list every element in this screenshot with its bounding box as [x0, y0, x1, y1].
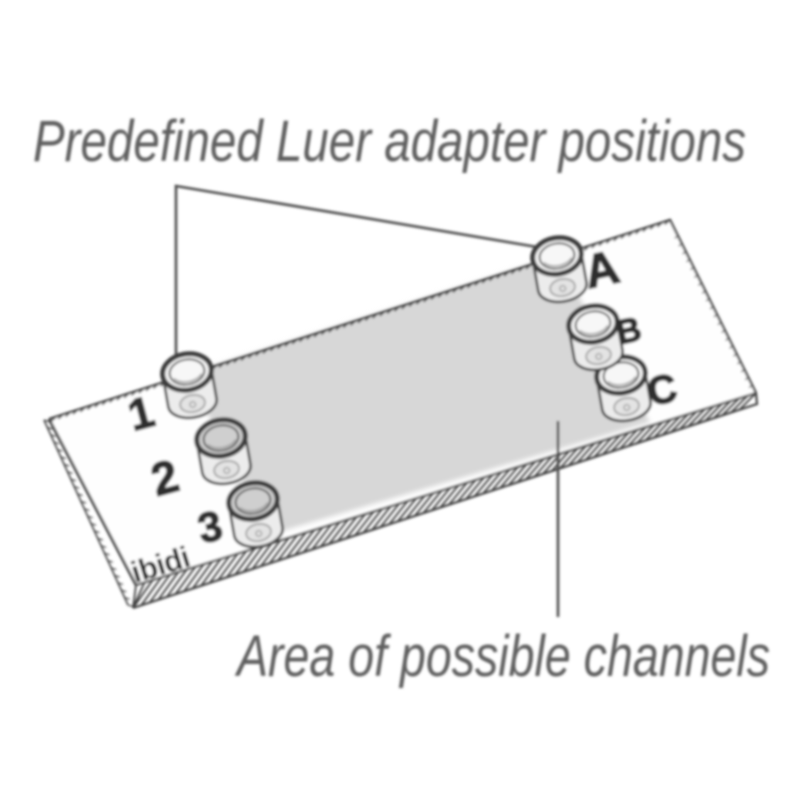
svg-text:Area of possible channels: Area of possible channels [235, 624, 770, 689]
svg-text:Predefined Luer adapter positi: Predefined Luer adapter positions [33, 109, 746, 174]
